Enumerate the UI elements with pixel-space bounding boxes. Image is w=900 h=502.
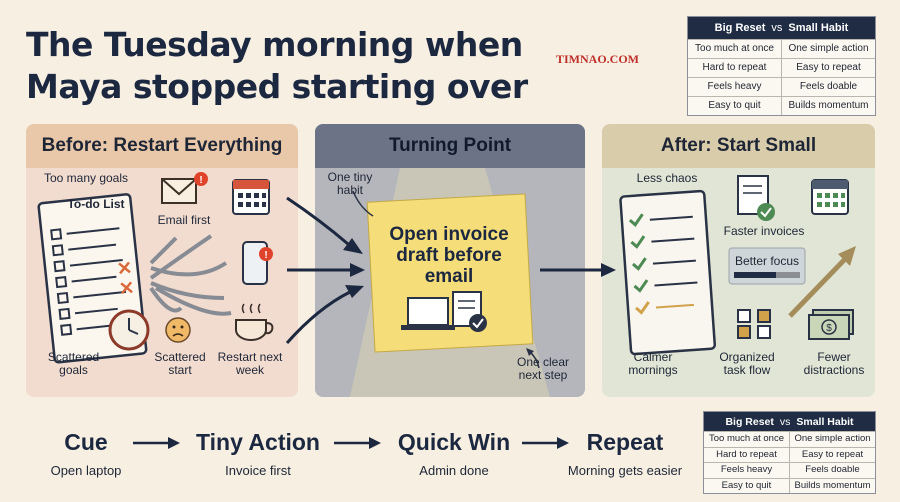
after-illustration: $ — [619, 175, 856, 356]
table-row: Feels heavy Feels doable — [704, 462, 875, 478]
table-row: Feels heavy Feels doable — [688, 77, 875, 96]
phone-alert-icon: ! — [242, 241, 273, 285]
comparison-header: Big Reset vs Small Habit — [688, 17, 875, 39]
calendar-icon — [232, 179, 270, 215]
flow-step-cue: Cue — [64, 429, 108, 455]
title-line-2: Maya stopped starting over — [26, 67, 528, 106]
too-many-goals-label: Too many goals — [43, 171, 129, 185]
worried-face-icon — [165, 317, 191, 343]
focus-progress-fill — [734, 272, 776, 278]
svg-text:!: ! — [264, 250, 267, 261]
scattered-start-label: Scattered start — [154, 350, 206, 377]
table-cell: Easy to quit — [704, 478, 790, 493]
table-cell: One simple action — [788, 43, 869, 54]
flow-step-quick-win: Quick Win — [397, 429, 511, 455]
turning-illustration — [350, 168, 550, 397]
turning-point-title: Turning Point — [315, 124, 585, 168]
title-line-1: The Tuesday morning when — [26, 25, 523, 64]
table-cell: Builds momentum — [788, 100, 869, 111]
before-panel-title: Before: Restart Everything — [26, 124, 298, 168]
before-illustration: ! ! — [37, 172, 274, 364]
col-big-reset: Big Reset — [725, 415, 774, 428]
less-chaos-label: Less chaos — [636, 171, 698, 185]
watermark: TIMNAO.COM — [556, 52, 639, 66]
arrow-into-turning-3 — [285, 290, 351, 344]
invoice-check-icon — [452, 291, 487, 332]
table-row: Easy to quit Builds momentum — [704, 477, 875, 493]
table-cell: Feels doable — [805, 464, 860, 475]
table-cell: Too much at once — [704, 432, 790, 447]
calendar-icon — [811, 179, 849, 215]
sticky-note-text: Open invoice draft before email — [389, 224, 509, 287]
comparison-header: Big Reset vs Small Habit — [704, 412, 875, 431]
organized-task-flow-label: Organized task flow — [719, 350, 775, 377]
flow-sub-quick-win: Admin done — [419, 463, 489, 478]
one-clear-next-step-label: One clear next step — [516, 355, 570, 382]
arrow-into-turning-1 — [286, 196, 349, 246]
comparison-table-top: Big Reset vs Small Habit Too much at onc… — [687, 16, 876, 116]
email-first-label: Email first — [157, 213, 211, 227]
todo-list-title: To-do List — [67, 197, 125, 211]
table-row: Too much at once One simple action — [704, 431, 875, 447]
table-cell: Easy to repeat — [801, 448, 864, 460]
svg-text:!: ! — [199, 175, 202, 186]
restart-next-week-label: Restart next week — [217, 350, 283, 377]
vs-label: vs — [771, 22, 783, 34]
after-panel-title: After: Start Small — [602, 124, 875, 168]
flow-step-tiny-action: Tiny Action — [196, 429, 320, 455]
scattered-goals-label: Scattered goals — [47, 350, 100, 377]
clock-icon — [108, 309, 150, 351]
before-panel: Before: Restart Everything — [26, 124, 298, 397]
coffee-cup-icon — [235, 303, 274, 341]
laptop-icon — [401, 297, 455, 330]
col-small-habit: Small Habit — [796, 415, 854, 428]
flow-step-repeat: Repeat — [586, 429, 664, 455]
flow-sub-tiny-action: Invoice first — [225, 463, 291, 478]
comparison-table-bottom: Big Reset vs Small Habit Too much at onc… — [703, 411, 876, 494]
faster-invoice-icon — [737, 175, 775, 221]
table-cell: Easy to repeat — [796, 62, 861, 73]
table-cell: Feels doable — [799, 81, 858, 92]
table-cell: Feels heavy — [704, 463, 790, 478]
page-title: The Tuesday morning when Maya stopped st… — [26, 24, 586, 108]
table-row: Hard to repeat Easy to repeat — [704, 446, 875, 462]
after-panel: After: Start Small — [602, 124, 875, 397]
scattered-arrows — [149, 234, 232, 316]
table-cell: Too much at once — [688, 40, 782, 58]
turning-point-panel: Turning Point One tiny habit Open invoic… — [315, 124, 585, 397]
flow-sub-repeat: Morning gets easier — [567, 463, 683, 478]
email-alert-icon: ! — [161, 172, 208, 204]
table-cell: Easy to quit — [688, 97, 782, 115]
table-cell: Builds momentum — [794, 479, 871, 491]
table-cell: Feels heavy — [688, 78, 782, 96]
table-cell: Hard to repeat — [704, 447, 790, 462]
one-tiny-habit-label: One tiny habit — [327, 170, 373, 197]
svg-text:$: $ — [826, 323, 832, 334]
fewer-distractions-label: Fewer distractions — [803, 350, 865, 377]
checklist-icon — [619, 189, 717, 356]
faster-invoices-label: Faster invoices — [723, 224, 805, 238]
calmer-mornings-label: Calmer mornings — [628, 350, 678, 377]
table-row: Easy to quit Builds momentum — [688, 96, 875, 115]
col-small-habit: Small Habit — [788, 22, 849, 34]
table-row: Hard to repeat Easy to repeat — [688, 58, 875, 77]
vs-label: vs — [779, 415, 791, 428]
table-cell: One simple action — [794, 433, 871, 444]
table-row: Too much at once One simple action — [688, 39, 875, 58]
table-cell: Hard to repeat — [688, 59, 782, 77]
rising-arrow-icon — [788, 246, 856, 318]
col-big-reset: Big Reset — [714, 22, 766, 34]
better-focus-label: Better focus — [734, 254, 800, 268]
task-flow-icon — [737, 309, 771, 339]
flow-sub-cue: Open laptop — [50, 463, 122, 478]
money-icon: $ — [808, 309, 854, 340]
